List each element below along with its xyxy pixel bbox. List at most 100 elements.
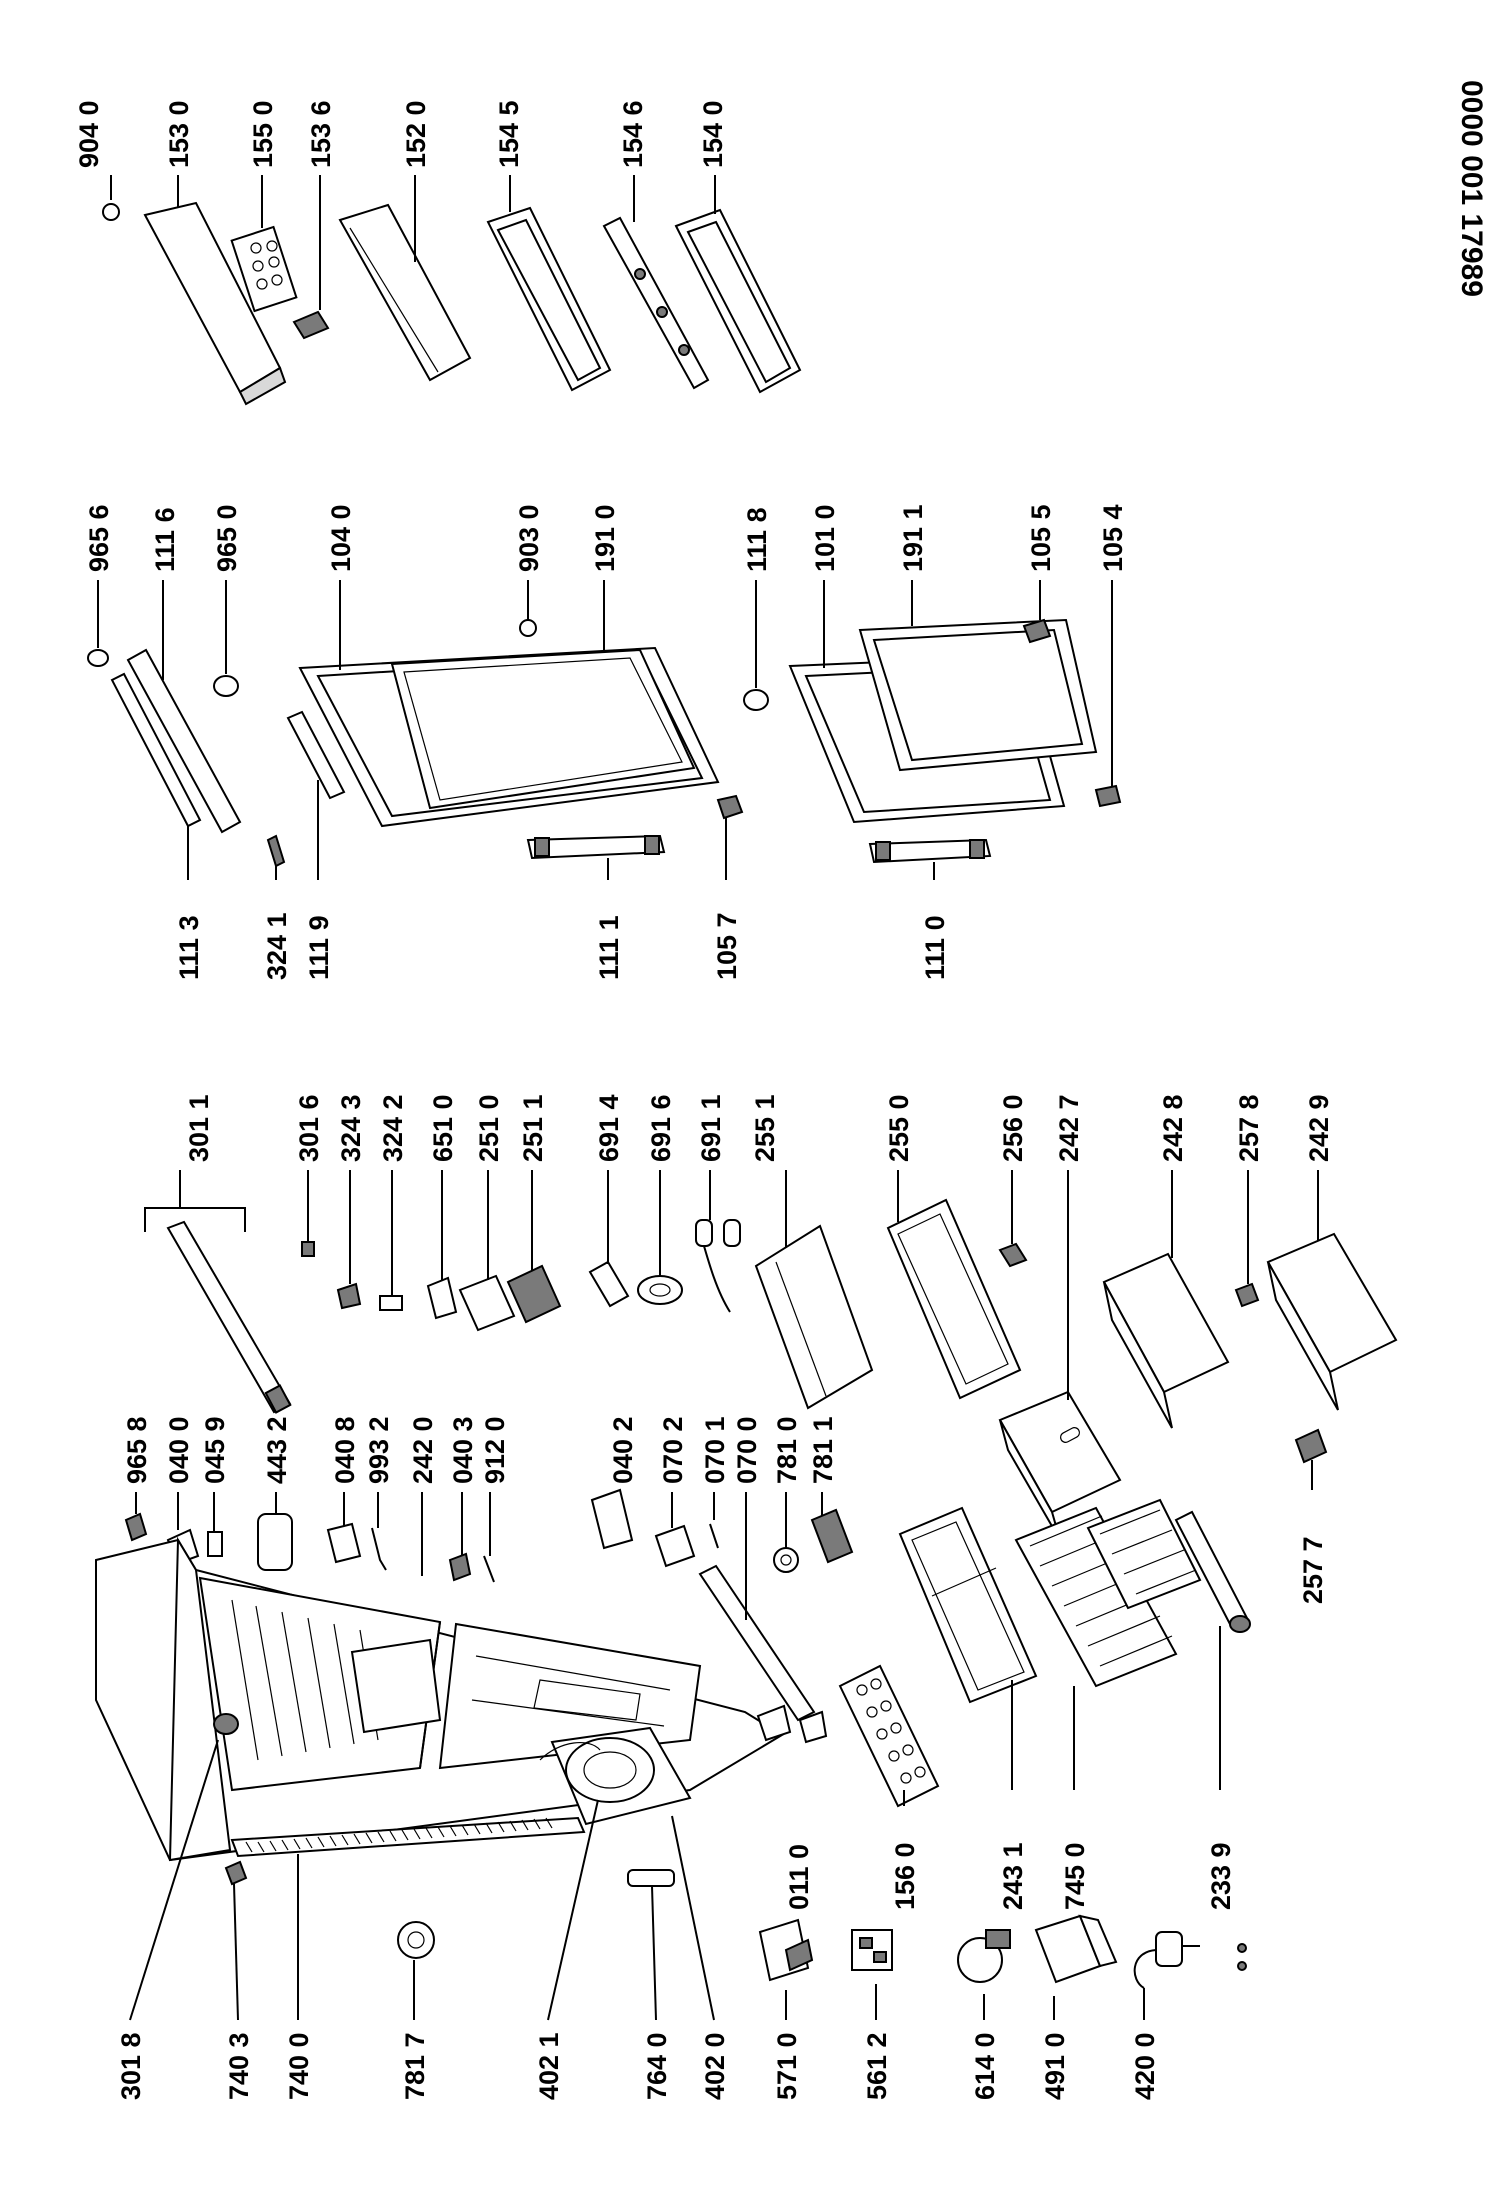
label-1110: 111 0 bbox=[920, 915, 950, 980]
part-9030-plug bbox=[519, 619, 537, 637]
part-2511-housing bbox=[506, 1264, 562, 1324]
label-9658: 965 8 bbox=[122, 1416, 152, 1484]
part-7810-nut bbox=[773, 1547, 799, 1573]
part-0459-pin bbox=[207, 1531, 223, 1557]
part-0110-foot bbox=[756, 1704, 792, 1742]
label-1010: 101 0 bbox=[810, 504, 840, 572]
label-1111: 111 1 bbox=[594, 915, 624, 980]
label-0400: 040 0 bbox=[164, 1416, 194, 1484]
part-2560-clip bbox=[998, 1242, 1028, 1268]
part-0402-hinge bbox=[590, 1488, 634, 1550]
leader-3018 bbox=[129, 1739, 219, 2021]
label-1057: 105 7 bbox=[712, 912, 742, 980]
part-0403-bolt bbox=[448, 1552, 472, 1582]
upper-parts-labels: 301 1 301 6 324 3 324 2 651 0 251 0 251 … bbox=[184, 1094, 1334, 1162]
label-0402: 040 2 bbox=[608, 1416, 638, 1484]
label-4021: 402 1 bbox=[534, 2032, 564, 2100]
part-3242-plate bbox=[379, 1295, 403, 1311]
part-1055-hinge bbox=[1022, 618, 1052, 644]
label-2550: 255 0 bbox=[884, 1094, 914, 1162]
part-7450-basket bbox=[1014, 1506, 1178, 1688]
part-9040-cap bbox=[102, 203, 120, 221]
part-1520-shelf bbox=[338, 203, 472, 382]
label-2578: 257 8 bbox=[1234, 1094, 1264, 1162]
label-1116: 111 6 bbox=[150, 507, 180, 572]
cabinet-fittings-labels: 965 8 040 0 045 9 443 2 040 8 993 2 242 … bbox=[122, 1416, 838, 1484]
label-1560: 156 0 bbox=[890, 1842, 920, 1910]
part-9932-wire bbox=[371, 1527, 387, 1571]
part-6510-bulb bbox=[426, 1276, 458, 1320]
label-9932: 993 2 bbox=[364, 1416, 394, 1484]
freezer-parts-labels: 011 0 156 0 243 1 745 0 233 9 257 7 bbox=[784, 1536, 1328, 1910]
label-7640: 764 0 bbox=[642, 2032, 672, 2100]
label-1040: 104 0 bbox=[326, 504, 356, 572]
part-1550-egg-tray bbox=[230, 225, 298, 313]
label-2510: 251 0 bbox=[474, 1094, 504, 1162]
label-7400: 740 0 bbox=[284, 2032, 314, 2100]
label-2551: 255 1 bbox=[750, 1094, 780, 1162]
part-7640-filter bbox=[627, 1869, 675, 1887]
label-3016: 301 6 bbox=[294, 1094, 324, 1162]
cabinet-group bbox=[95, 1536, 828, 1887]
part-5612-relay bbox=[851, 1929, 893, 1971]
label-6916: 691 6 bbox=[646, 1094, 676, 1162]
label-3241: 324 1 bbox=[262, 912, 292, 980]
label-2560: 256 0 bbox=[998, 1094, 1028, 1162]
label-0459: 045 9 bbox=[200, 1416, 230, 1484]
label-7403: 740 3 bbox=[224, 2032, 254, 2100]
label-2420: 242 0 bbox=[408, 1416, 438, 1484]
part-3011-bracket bbox=[144, 1207, 246, 1232]
label-1520: 152 0 bbox=[401, 100, 431, 168]
part-1054-hinge bbox=[1094, 784, 1122, 808]
part-3018-badge bbox=[213, 1713, 239, 1735]
part-4021-compressor bbox=[565, 1737, 655, 1803]
part-7811-grille bbox=[810, 1508, 854, 1564]
label-1113: 111 3 bbox=[174, 915, 204, 980]
label-9656: 965 6 bbox=[84, 504, 114, 572]
label-2428: 242 8 bbox=[1158, 1094, 1188, 1162]
label-0701: 070 1 bbox=[700, 1416, 730, 1484]
part-7817-knob bbox=[397, 1921, 435, 1959]
part-1110-hinge-bar bbox=[868, 838, 992, 864]
part-2551-glass-shelf bbox=[754, 1224, 874, 1410]
label-1530: 153 0 bbox=[164, 100, 194, 168]
label-9040: 904 0 bbox=[74, 100, 104, 168]
label-6914: 691 4 bbox=[594, 1094, 624, 1162]
label-9650: 965 0 bbox=[212, 504, 242, 572]
part-1119-strip bbox=[286, 710, 346, 800]
label-2339: 233 9 bbox=[1206, 1842, 1236, 1910]
label-4020: 402 0 bbox=[700, 2032, 730, 2100]
small-part-dot bbox=[1237, 1961, 1247, 1971]
label-7450: 745 0 bbox=[1060, 1842, 1090, 1910]
part-9658-screw bbox=[124, 1512, 148, 1542]
part-1057-hinge bbox=[716, 794, 744, 820]
part-9120-screw bbox=[483, 1555, 495, 1583]
part-6916-knob bbox=[637, 1275, 683, 1305]
label-6140: 614 0 bbox=[970, 2032, 1000, 2100]
label-1910: 191 0 bbox=[590, 504, 620, 572]
label-7811: 781 1 bbox=[808, 1416, 838, 1484]
part-6914-switch bbox=[588, 1260, 630, 1308]
small-part-dot bbox=[1237, 1943, 1247, 1953]
label-1054: 105 4 bbox=[1098, 504, 1128, 572]
label-0110: 011 0 bbox=[784, 1844, 814, 1910]
cabinet-fittings-group bbox=[124, 1488, 854, 1722]
label-1550: 155 0 bbox=[248, 100, 278, 168]
part-9656-cap bbox=[87, 649, 109, 667]
part-1111-hinge-bar bbox=[526, 834, 666, 860]
part-2577-clip bbox=[1294, 1428, 1328, 1464]
part-0701-pin bbox=[709, 1523, 719, 1549]
part-4200-capacitor bbox=[1155, 1931, 1183, 1967]
label-0408: 040 8 bbox=[330, 1416, 360, 1484]
door-shelves-group bbox=[102, 175, 802, 406]
part-7403-clip bbox=[224, 1860, 248, 1886]
part-1536-clip bbox=[292, 310, 330, 340]
label-4432: 443 2 bbox=[262, 1416, 292, 1484]
bottom-parts-labels: 301 8 740 3 740 0 781 7 402 1 764 0 402 … bbox=[116, 2032, 1160, 2100]
label-6911: 691 1 bbox=[696, 1094, 726, 1162]
label-5710: 571 0 bbox=[772, 2032, 802, 2100]
document-number: 0000 001 17989 bbox=[1455, 80, 1488, 297]
label-2577: 257 7 bbox=[1298, 1536, 1328, 1604]
part-1118-cap bbox=[743, 689, 769, 711]
label-3011: 301 1 bbox=[184, 1094, 214, 1162]
